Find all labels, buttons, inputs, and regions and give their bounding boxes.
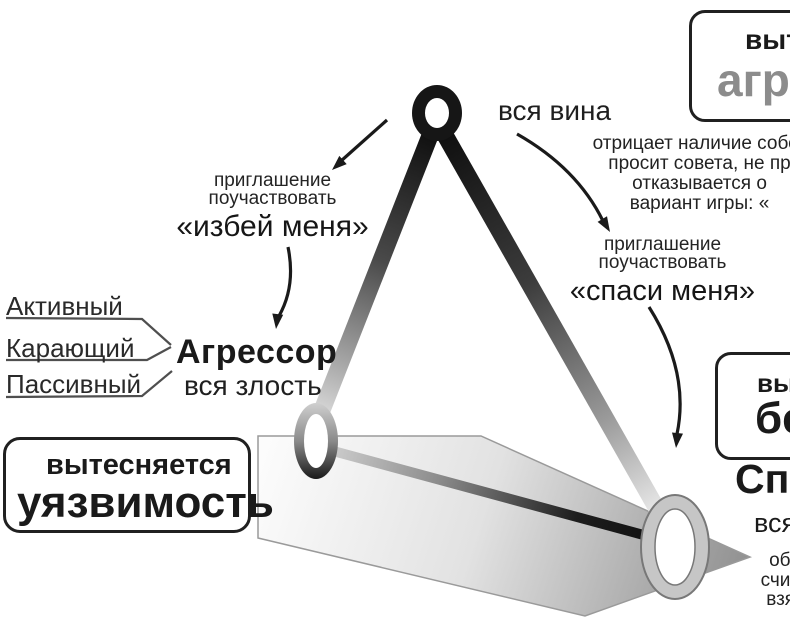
aggressor-feeling-label: вся злость bbox=[184, 370, 322, 401]
arrow-victim-to-right-invite bbox=[516, 132, 610, 232]
victim-feeling-label: вся вина bbox=[498, 95, 612, 126]
rescuer-role-label: Сп bbox=[735, 456, 790, 502]
aggressor-modes-bracket bbox=[5, 316, 173, 399]
arrow-to-left-invite bbox=[332, 118, 389, 170]
right-invite-line: приглашение bbox=[603, 234, 722, 255]
left-invite-quote: «избей меня» bbox=[176, 210, 369, 243]
repressed-helplessness-box: выт бе bbox=[715, 352, 790, 460]
victim-note-line: просит совета, не пр bbox=[608, 153, 790, 174]
left-invite-line: поучаствовать bbox=[208, 188, 337, 209]
repressed-aggression-box: выт агр bbox=[689, 10, 790, 122]
victim-note-line: отрицает наличие собст bbox=[592, 133, 790, 154]
victim-vertex-ring bbox=[412, 85, 462, 141]
rescuer-notes: обе счита взят bbox=[725, 551, 790, 610]
right-invite-block: приглашение поучаствовать «спаси меня» bbox=[555, 234, 770, 307]
rescuer-feeling-label: вся bbox=[754, 508, 790, 538]
left-invite-block: приглашение поучаствовать «избей меня» bbox=[165, 170, 380, 243]
arrow-invite-to-aggressor bbox=[272, 246, 293, 329]
edge-victim-rescuer bbox=[433, 123, 669, 521]
repressed-vulnerability-box: вытесняется уязвимость bbox=[3, 437, 274, 533]
victim-note-line: вариант игры: « bbox=[629, 193, 770, 214]
aggressor-role-label: Агрессор bbox=[176, 333, 338, 371]
left-invite-line: приглашение bbox=[213, 170, 332, 191]
aggressor-mode-punishing: Карающий bbox=[6, 333, 135, 363]
edge-aggressor-rescuer bbox=[320, 443, 664, 545]
aggressor-mode-active: Активный bbox=[6, 291, 123, 321]
victim-note-line: отказывается о bbox=[632, 173, 767, 194]
right-invite-quote: «спаси меня» bbox=[569, 275, 756, 307]
rescuer-note-line: взят bbox=[766, 589, 790, 610]
repressed-box-line: выт bbox=[745, 24, 790, 55]
repressed-box-line: выт bbox=[757, 368, 790, 398]
rescuer-vertex-ring bbox=[640, 494, 710, 600]
aggressor-vertex-ring bbox=[294, 403, 338, 479]
repressed-box-line: бе bbox=[755, 394, 790, 443]
right-invite-line: поучаствовать bbox=[598, 252, 727, 273]
edge-victim-aggressor bbox=[309, 124, 441, 427]
arrow-invite-to-rescuer bbox=[647, 306, 683, 448]
aggressor-mode-passive: Пассивный bbox=[6, 369, 142, 399]
rescuer-note-line: счита bbox=[760, 569, 790, 591]
victim-notes: отрицает наличие собст просит совета, не… bbox=[582, 134, 790, 214]
repressed-box-line: агр bbox=[717, 54, 790, 106]
rescuer-note-line: обе bbox=[769, 550, 790, 571]
repressed-box-line: вытесняется bbox=[46, 449, 232, 481]
repressed-box-line: уязвимость bbox=[17, 478, 274, 527]
